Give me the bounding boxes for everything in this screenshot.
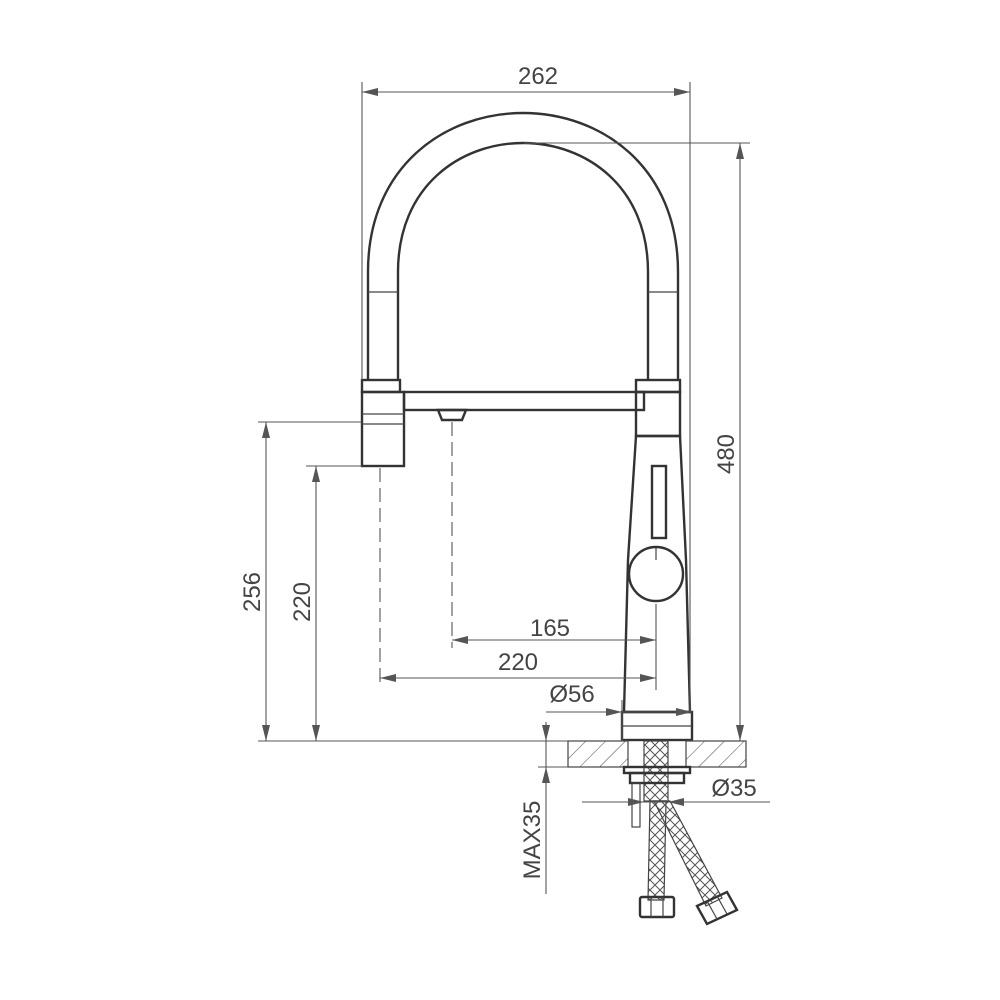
- mounting-nut: [628, 771, 686, 785]
- hose-nut-right-face-2: [716, 895, 728, 915]
- swivel-joint-top: [634, 378, 682, 394]
- faucet-outline: [360, 111, 694, 742]
- label-overall-width: 262: [518, 63, 558, 90]
- main-body: [622, 434, 692, 714]
- threaded-shank: [643, 740, 669, 802]
- label-base-diameter: Ø56: [549, 681, 594, 708]
- dim-reach-aerator: [451, 422, 657, 690]
- dim-shank-diameter: [582, 798, 770, 806]
- aerator: [436, 408, 468, 422]
- dim-reach-sprayer: [379, 468, 656, 686]
- label-reach-sprayer: 220: [498, 649, 538, 676]
- countertop-right: [685, 740, 747, 768]
- countertop-section: [567, 740, 747, 828]
- handle-knob: [627, 545, 685, 603]
- label-deck-thickness: MAX35: [519, 801, 546, 880]
- label-reach-aerator: 165: [530, 615, 570, 642]
- dim-outlet-height-max: [258, 421, 362, 741]
- label-outlet-height-min: 220: [289, 582, 316, 622]
- countertop-left: [567, 740, 629, 768]
- label-shank-diameter: Ø35: [711, 775, 756, 802]
- hose-right: [653, 800, 723, 907]
- sprayer-head: [360, 390, 406, 468]
- dim-outlet-height-min: [306, 465, 362, 741]
- dim-base-diameter: [546, 700, 692, 741]
- spout-arm: [402, 390, 646, 412]
- dim-overall-height: [524, 142, 750, 741]
- label-overall-height: 480: [713, 434, 740, 474]
- dim-deck-thickness: [538, 722, 568, 894]
- hose-nut-right-face-1: [706, 900, 718, 920]
- dim-overall-width: [361, 82, 691, 712]
- hose-nut-left: [638, 895, 676, 919]
- supply-hoses: [638, 800, 739, 926]
- swivel-joint: [634, 390, 682, 438]
- label-outlet-height-max: 256: [239, 572, 266, 612]
- fixing-bolt: [631, 782, 641, 828]
- spout-arch-inner: [396, 142, 650, 380]
- lever-slot: [650, 464, 668, 540]
- spout-arch-outer: [366, 111, 680, 380]
- sprayer-collar: [360, 378, 402, 394]
